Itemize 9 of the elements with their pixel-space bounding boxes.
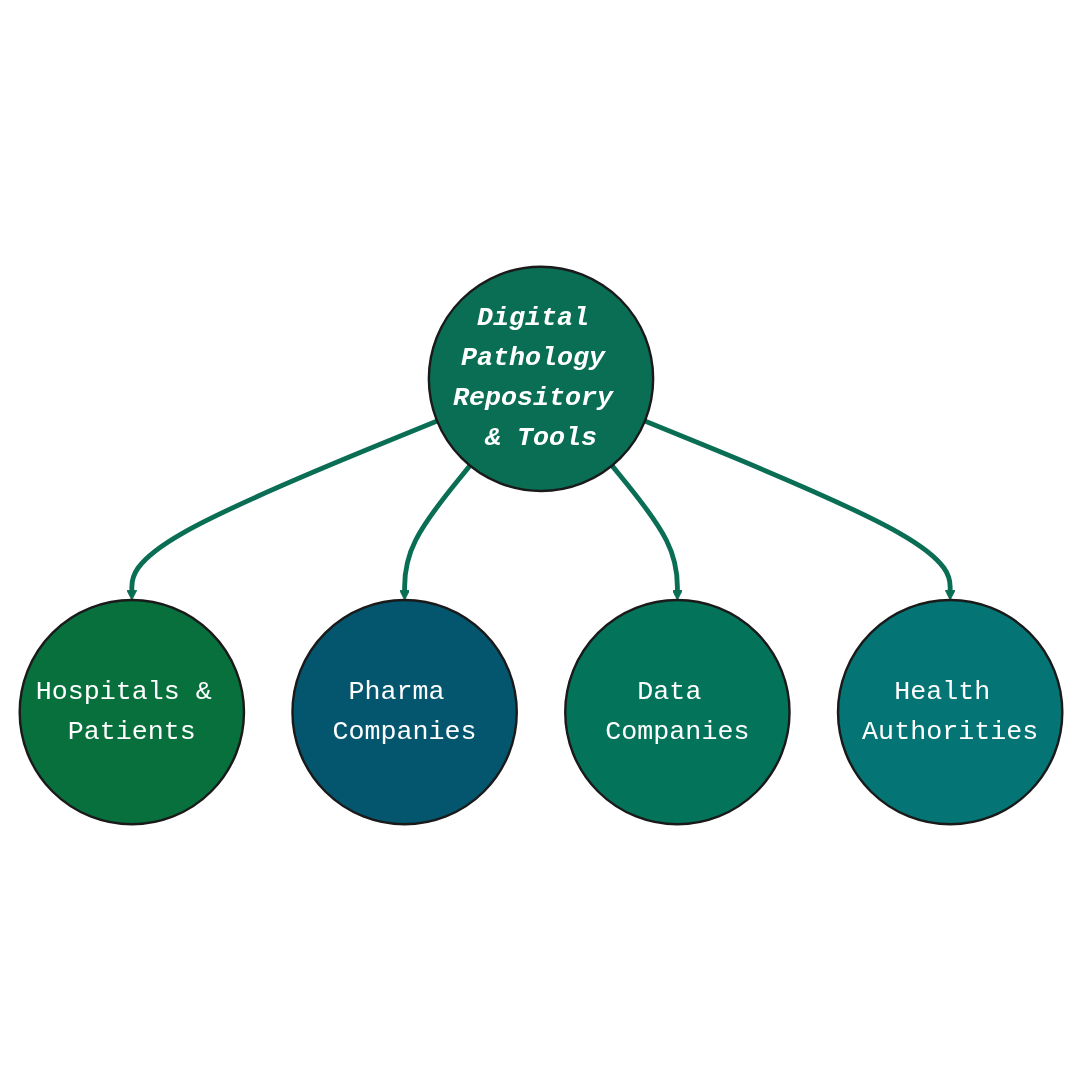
arrow [399, 464, 472, 601]
arrow [126, 418, 439, 601]
node-circle: Health Authorities [836, 598, 1064, 826]
arrow [610, 464, 683, 601]
node-circle: Pharma Companies [291, 598, 518, 826]
arrow [643, 418, 956, 601]
node-circle: Data Companies [564, 598, 791, 826]
node-circle: Hospitals & Patients [18, 598, 246, 826]
node-circle: Digital Pathology Repository & Tools [427, 265, 655, 493]
